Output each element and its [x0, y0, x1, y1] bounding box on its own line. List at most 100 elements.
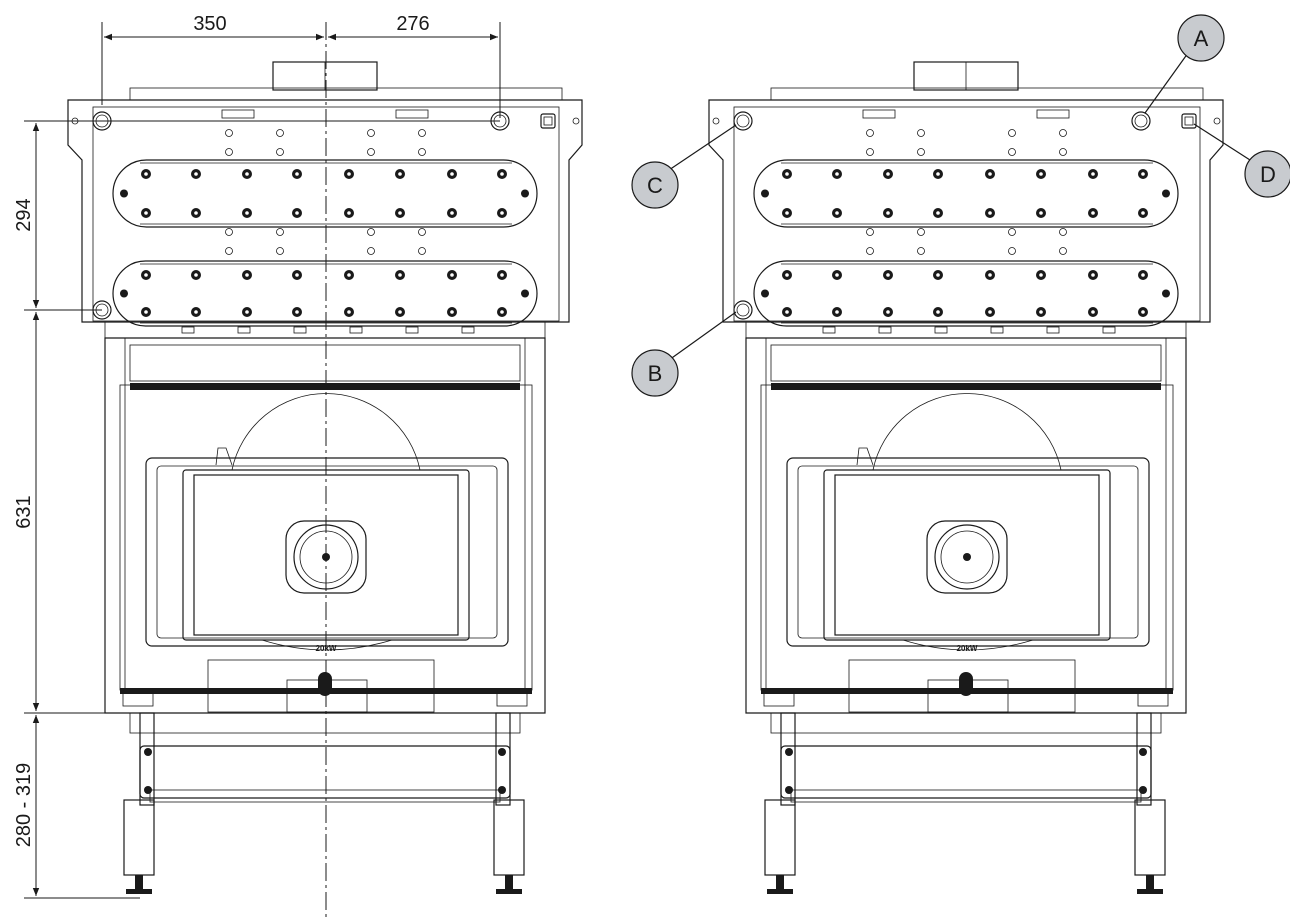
bolt-center [1091, 310, 1095, 314]
bolt-center [785, 310, 789, 314]
hole [1213, 117, 1221, 125]
bolt-center [886, 172, 890, 176]
hole [367, 129, 375, 137]
bolt-center [1091, 211, 1095, 215]
dimension-labels: 350 276 294 631 280 - 319 [13, 13, 430, 847]
stand-top [129, 712, 521, 734]
hole [917, 247, 925, 255]
bolt [144, 748, 152, 756]
bolt [120, 289, 128, 298]
adjustable-foot [1134, 799, 1166, 876]
bolt-center [1039, 172, 1043, 176]
callout-c: C [631, 161, 679, 209]
bolt [1162, 289, 1170, 298]
notch [1046, 326, 1060, 334]
heat-exchanger-housing [67, 99, 583, 323]
hole [1008, 247, 1016, 255]
bolt [761, 289, 769, 298]
port-inner [1184, 116, 1194, 126]
bolt [761, 189, 769, 198]
notch [934, 326, 948, 334]
firebox-body [745, 337, 1187, 714]
hole [917, 148, 925, 156]
bolt-center [500, 172, 504, 176]
slot [221, 109, 255, 119]
bolt-center [1141, 172, 1145, 176]
port-inner [736, 114, 750, 128]
bolt-center [1141, 273, 1145, 277]
svg-text:D: D [1260, 162, 1276, 187]
bolt-center [835, 211, 839, 215]
bolt-center [245, 310, 249, 314]
svg-text:A: A [1194, 26, 1209, 51]
bolt-center [398, 172, 402, 176]
bolt-center [1141, 310, 1145, 314]
fin-panel [753, 260, 1179, 327]
bolt-center [347, 273, 351, 277]
bolt-center [835, 172, 839, 176]
bolt-center [936, 172, 940, 176]
bolt-center [194, 310, 198, 314]
hole [866, 247, 874, 255]
adjustable-foot [764, 799, 796, 876]
notch [405, 326, 419, 334]
connection-port [1181, 113, 1197, 129]
notch [1102, 326, 1116, 334]
hole [1008, 148, 1016, 156]
stand-panel [780, 745, 1152, 799]
bolt [521, 289, 529, 298]
bolt-center [936, 310, 940, 314]
bolt-center [835, 273, 839, 277]
bolt [498, 748, 506, 756]
slot [395, 109, 429, 119]
hole [418, 247, 426, 255]
notch [349, 326, 363, 334]
hole [418, 129, 426, 137]
bolt-center [295, 310, 299, 314]
hole [572, 117, 580, 125]
notch [990, 326, 1004, 334]
bolt-center [194, 273, 198, 277]
bolt [144, 786, 152, 794]
port-inner [1134, 114, 1148, 128]
hole [367, 247, 375, 255]
bolt-center [936, 211, 940, 215]
front-view-dimensioned [67, 61, 583, 894]
hole [225, 129, 233, 137]
damper-disk [872, 393, 1062, 471]
bolt-center [988, 211, 992, 215]
glass-window [834, 474, 1100, 636]
callout-b: B [631, 349, 679, 397]
rating-label-right: 20kW [957, 644, 978, 653]
hole [225, 228, 233, 236]
hole [1059, 247, 1067, 255]
bolt [120, 189, 128, 198]
bolt-center [450, 172, 454, 176]
bolt-center [245, 211, 249, 215]
bolt-center [1091, 172, 1095, 176]
bolt-center [1039, 273, 1043, 277]
bolt-center [398, 211, 402, 215]
svg-text:C: C [647, 173, 663, 198]
notch [237, 326, 251, 334]
bolt-center [194, 172, 198, 176]
hole [225, 148, 233, 156]
connection-port [733, 300, 753, 320]
bolt-center [785, 211, 789, 215]
bolt-center [347, 172, 351, 176]
bolt-center [785, 172, 789, 176]
port-inner [736, 303, 750, 317]
notch [181, 326, 195, 334]
hole [1059, 148, 1067, 156]
bolt-center [1141, 211, 1145, 215]
door-frame [786, 457, 1150, 647]
knob-center [963, 553, 971, 561]
bolt [1162, 189, 1170, 198]
bolt-center [144, 172, 148, 176]
bolt-center [347, 310, 351, 314]
hole [866, 129, 874, 137]
hole [418, 148, 426, 156]
bolt [498, 786, 506, 794]
adjustable-foot [493, 799, 525, 876]
